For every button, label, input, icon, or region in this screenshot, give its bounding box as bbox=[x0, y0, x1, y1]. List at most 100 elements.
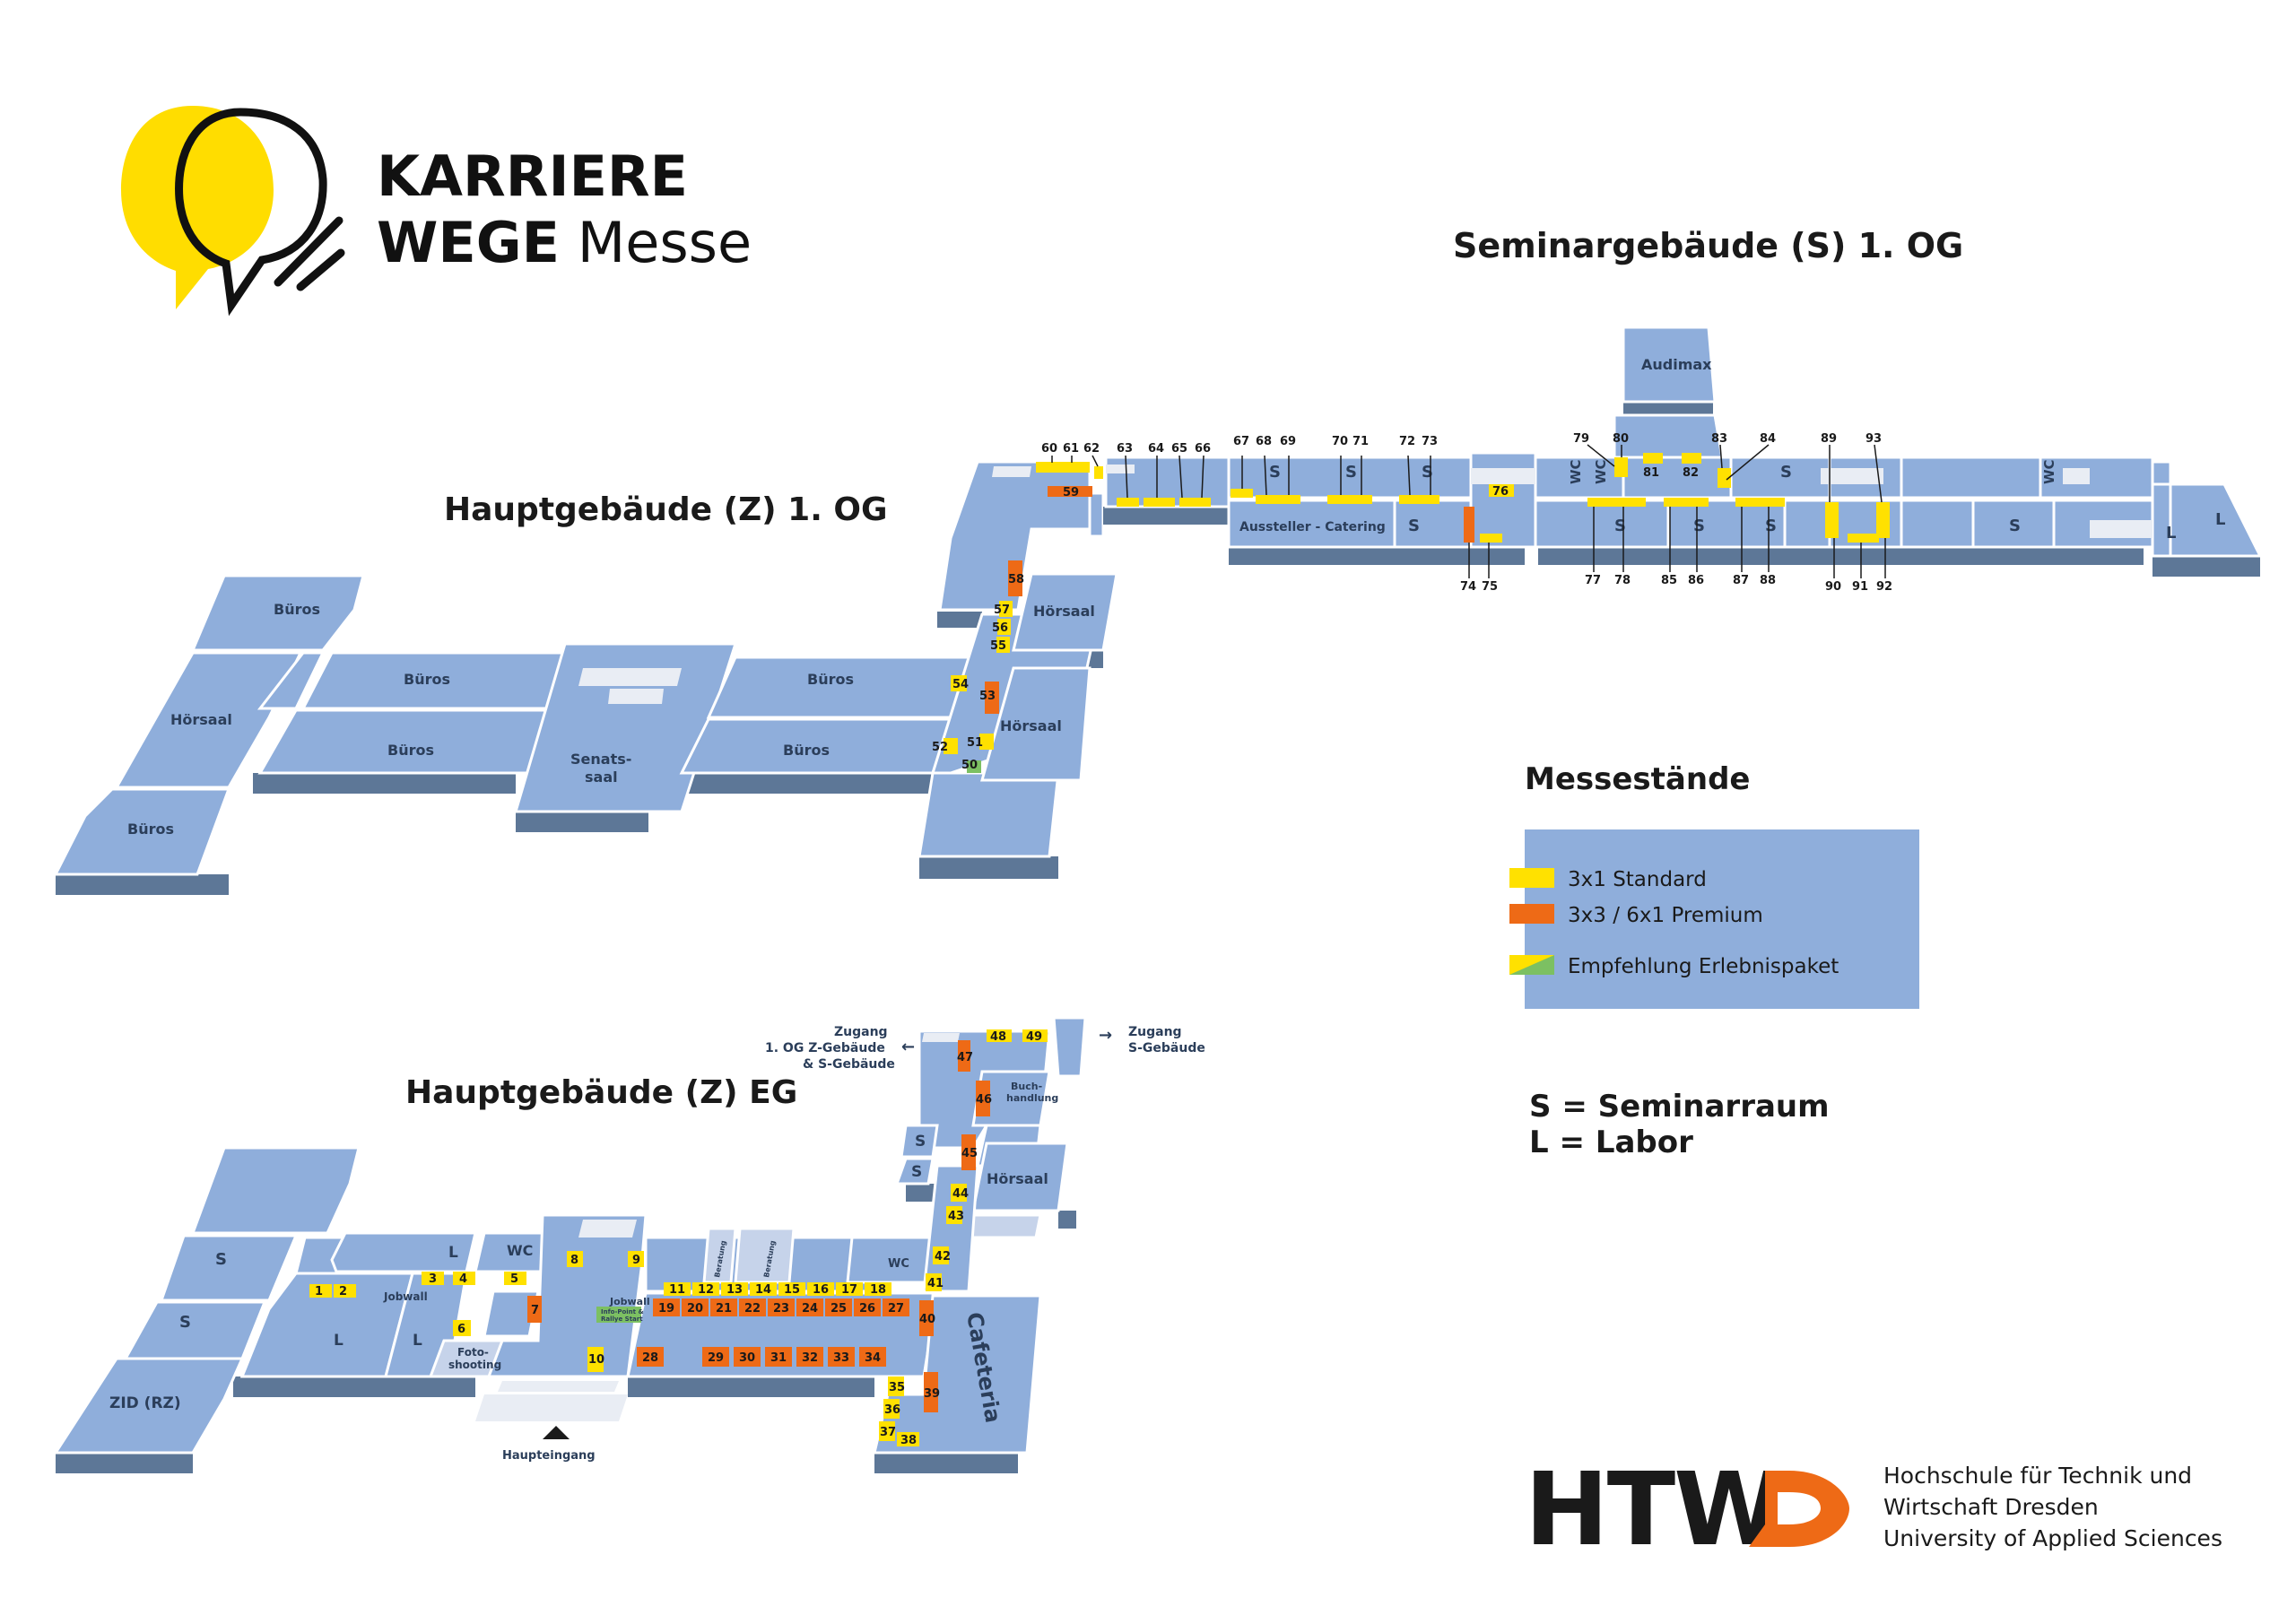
stand-56[interactable] bbox=[997, 619, 1011, 635]
stand-49[interactable] bbox=[1022, 1029, 1048, 1042]
stand-20[interactable] bbox=[682, 1298, 709, 1316]
stand-21[interactable] bbox=[710, 1298, 737, 1316]
stand-52[interactable] bbox=[944, 738, 958, 754]
stand-82[interactable] bbox=[1682, 453, 1701, 464]
stand-29[interactable] bbox=[702, 1347, 729, 1367]
stand-32[interactable] bbox=[796, 1347, 823, 1367]
stand-12[interactable] bbox=[692, 1282, 719, 1296]
stand-83[interactable] bbox=[1718, 468, 1731, 488]
stand-66[interactable] bbox=[1179, 498, 1211, 507]
stand-74[interactable] bbox=[1464, 507, 1474, 543]
stand-24[interactable] bbox=[796, 1298, 823, 1316]
stand-label-93: 93 bbox=[1866, 432, 1882, 446]
stand-17[interactable] bbox=[836, 1282, 863, 1296]
stand-40[interactable] bbox=[919, 1300, 934, 1336]
stand-43[interactable] bbox=[946, 1206, 962, 1224]
stand-34[interactable] bbox=[859, 1347, 886, 1367]
room-l-eg-3 bbox=[330, 1231, 477, 1273]
stand-28[interactable] bbox=[637, 1347, 664, 1367]
stand-25[interactable] bbox=[825, 1298, 852, 1316]
stand-31[interactable] bbox=[765, 1347, 792, 1367]
stand-77-78[interactable] bbox=[1587, 498, 1646, 507]
stand-30[interactable] bbox=[734, 1347, 761, 1367]
stand-46[interactable] bbox=[976, 1081, 990, 1116]
logo-stroke-1-icon bbox=[274, 216, 344, 287]
stand-14[interactable] bbox=[750, 1282, 777, 1296]
stand-label-41: 41 bbox=[927, 1277, 944, 1290]
stand-53[interactable] bbox=[985, 682, 999, 714]
stand-6[interactable] bbox=[453, 1320, 471, 1336]
stand-3[interactable] bbox=[422, 1272, 444, 1285]
stand-18[interactable] bbox=[865, 1282, 891, 1296]
stand-42[interactable] bbox=[933, 1246, 949, 1264]
label-haupteingang: Haupteingang bbox=[502, 1449, 596, 1463]
stand-7[interactable] bbox=[527, 1296, 542, 1323]
stand-33[interactable] bbox=[828, 1347, 855, 1367]
stand-8[interactable] bbox=[567, 1251, 583, 1267]
stand-13[interactable] bbox=[721, 1282, 748, 1296]
stand-label-87: 87 bbox=[1733, 574, 1749, 587]
stand-81[interactable] bbox=[1643, 453, 1663, 464]
stand-76[interactable] bbox=[1489, 484, 1514, 497]
stand-48[interactable] bbox=[987, 1029, 1012, 1042]
stand-85-86[interactable] bbox=[1664, 498, 1709, 507]
stand-41[interactable] bbox=[926, 1273, 942, 1291]
stand-15[interactable] bbox=[778, 1282, 805, 1296]
stand-64-65[interactable] bbox=[1144, 498, 1175, 507]
stand-57[interactable] bbox=[999, 601, 1013, 617]
stand-19[interactable] bbox=[653, 1298, 680, 1316]
stand-label-54: 54 bbox=[952, 678, 969, 691]
stand-37[interactable] bbox=[879, 1421, 895, 1441]
access-right-2: S-Gebäude bbox=[1128, 1041, 1205, 1055]
label-s-eg-1: S bbox=[215, 1250, 227, 1269]
stand-36[interactable] bbox=[883, 1399, 900, 1419]
stand-label-39: 39 bbox=[924, 1387, 940, 1401]
stand-54[interactable] bbox=[951, 675, 967, 691]
stand-23[interactable] bbox=[768, 1298, 795, 1316]
stand-5[interactable] bbox=[504, 1272, 526, 1285]
stand-label-16: 16 bbox=[813, 1283, 829, 1297]
stand-26[interactable] bbox=[854, 1298, 881, 1316]
stand-68-69[interactable] bbox=[1256, 495, 1300, 504]
stand-22[interactable] bbox=[739, 1298, 766, 1316]
stand-51[interactable] bbox=[979, 734, 994, 750]
stand-47[interactable] bbox=[958, 1040, 970, 1072]
stand-63[interactable] bbox=[1117, 498, 1139, 507]
stand-75[interactable] bbox=[1480, 534, 1502, 543]
stand-72-73[interactable] bbox=[1399, 495, 1439, 504]
stand-9[interactable] bbox=[628, 1251, 644, 1267]
stand-label-20: 20 bbox=[687, 1302, 703, 1316]
room-fotoshooting bbox=[428, 1339, 505, 1378]
stand-45[interactable] bbox=[961, 1134, 976, 1170]
stand-60-61[interactable] bbox=[1036, 462, 1090, 473]
stand-4[interactable] bbox=[453, 1272, 475, 1285]
stand-16[interactable] bbox=[807, 1282, 834, 1296]
stand-58[interactable] bbox=[1008, 560, 1022, 596]
stand-67[interactable] bbox=[1231, 489, 1253, 498]
stand-70-71[interactable] bbox=[1327, 495, 1372, 504]
stand-39[interactable] bbox=[924, 1372, 938, 1412]
room-l-eg-1 bbox=[239, 1272, 414, 1378]
stand-62[interactable] bbox=[1094, 466, 1103, 479]
stand-10[interactable] bbox=[587, 1347, 604, 1372]
stand-label-18: 18 bbox=[870, 1283, 886, 1297]
stand-11[interactable] bbox=[664, 1282, 691, 1296]
stand-55[interactable] bbox=[996, 637, 1010, 653]
stand-80[interactable] bbox=[1614, 457, 1628, 477]
stand-27[interactable] bbox=[883, 1298, 909, 1316]
stand-38[interactable] bbox=[897, 1432, 919, 1446]
stand-87-88[interactable] bbox=[1735, 498, 1785, 507]
stand-59[interactable] bbox=[1048, 486, 1092, 497]
stand-label-23: 23 bbox=[773, 1302, 789, 1316]
legend-standard-label: 3x1 Standard bbox=[1568, 868, 1707, 891]
stand-89-90[interactable] bbox=[1825, 502, 1839, 538]
label-hoersaal-eg: Hörsaal bbox=[987, 1170, 1048, 1187]
stand-35[interactable] bbox=[888, 1376, 904, 1396]
room-s-eg-3 bbox=[900, 1124, 939, 1159]
stand-2[interactable] bbox=[334, 1284, 356, 1298]
stand-1[interactable] bbox=[309, 1284, 332, 1298]
stand-44[interactable] bbox=[951, 1184, 967, 1202]
stand-label-69: 69 bbox=[1280, 435, 1296, 448]
stand-92-93[interactable] bbox=[1876, 502, 1890, 538]
stand-91[interactable] bbox=[1848, 534, 1879, 543]
